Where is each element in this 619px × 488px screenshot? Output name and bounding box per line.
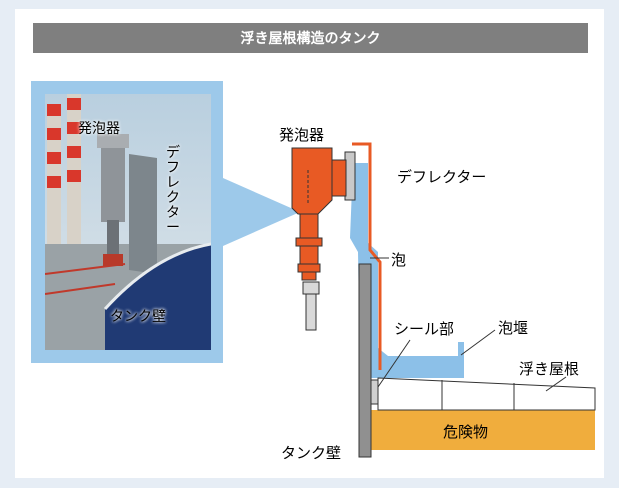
label-deflector: デフレクター (397, 168, 487, 186)
foam-dam (458, 342, 464, 378)
photo-tank (105, 244, 211, 350)
label-tank-wall: タンク壁 (281, 444, 342, 462)
foam-maker (291, 147, 347, 331)
chimney-left (47, 104, 61, 254)
label-foam-dam: 泡堰 (498, 319, 529, 337)
foam-area (350, 163, 462, 378)
hazardous-liquid (370, 410, 595, 450)
label-hazardous: 危険物 (443, 423, 489, 441)
tank-wall (358, 263, 372, 458)
photo-label-deflector: デフレクター (166, 145, 180, 236)
photo-foam-maker (97, 134, 129, 266)
seal (370, 379, 379, 405)
tank-photo (45, 94, 211, 350)
callout-pointer (223, 178, 300, 246)
deflector (352, 142, 382, 370)
label-seal: シール部 (394, 320, 455, 338)
label-foam: 泡 (391, 251, 407, 269)
photo-label-foam-maker: 発泡器 (78, 121, 120, 137)
diagram-title: 浮き屋根構造のタンク (33, 23, 588, 53)
chimney-right (67, 94, 81, 254)
photo-label-tank-wall: タンク壁 (110, 309, 166, 325)
floating-roof (377, 377, 596, 411)
label-foam-maker: 発泡器 (279, 126, 325, 144)
tank-photo-drawing (45, 94, 211, 350)
label-floating-roof: 浮き屋根 (519, 360, 580, 378)
photo-deflector (129, 154, 157, 274)
